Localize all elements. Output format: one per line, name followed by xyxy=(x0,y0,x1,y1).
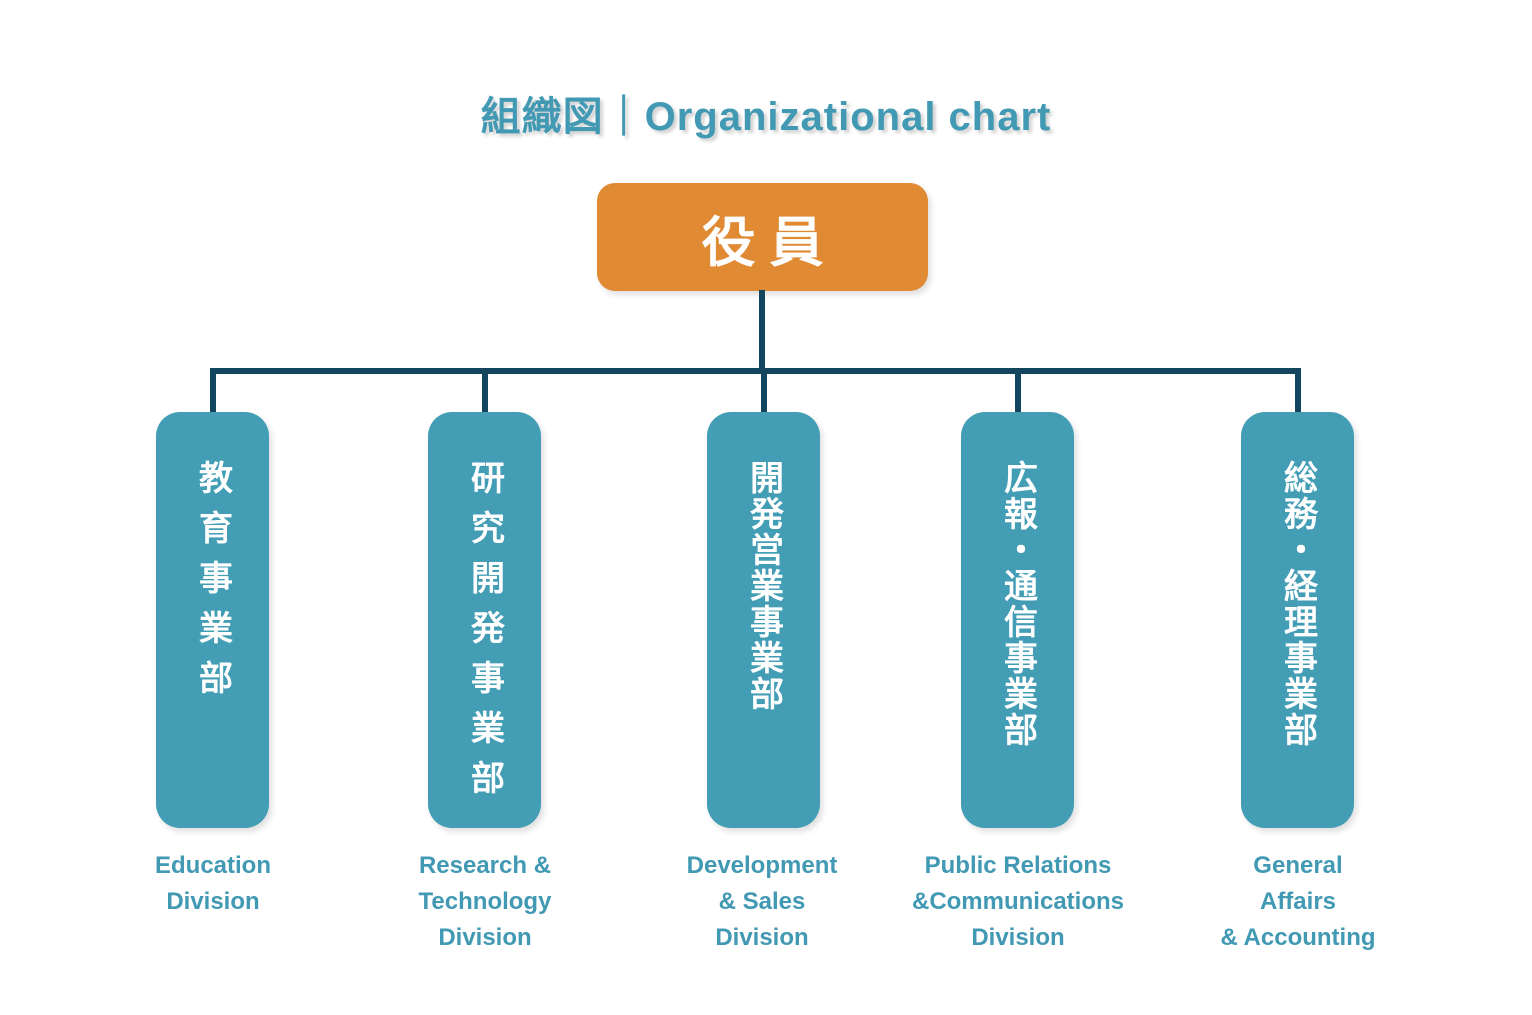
executive-node: 役員 xyxy=(597,183,928,291)
division-node-education: 教育事業部 xyxy=(156,412,269,828)
division-en-label-general-affairs: General Affairs & Accounting xyxy=(1128,848,1468,956)
connector-drop-general-affairs xyxy=(1295,370,1301,414)
division-en-line: & Sales xyxy=(718,888,806,915)
division-en-line: Development xyxy=(686,852,838,879)
division-en-line: Research & xyxy=(418,852,552,879)
division-en-line: Division xyxy=(971,924,1065,951)
division-jp-label: 開発営業事業部 xyxy=(744,460,783,712)
executive-label: 役員 xyxy=(701,212,838,273)
division-en-line: Public Relations xyxy=(924,852,1112,879)
connector-drop-development-sales xyxy=(761,370,767,414)
division-en-line: General xyxy=(1253,852,1343,879)
division-en-label-public-relations: Public Relations &Communications Divisio… xyxy=(848,848,1188,956)
division-jp-label: 広報・通信事業部 xyxy=(998,460,1037,748)
division-en-line: Education xyxy=(154,852,271,879)
division-en-label-development-sales: Development & Sales Division xyxy=(592,848,932,956)
division-jp-label: 総務・経理事業部 xyxy=(1278,460,1317,748)
division-node-development-sales: 開発営業事業部 xyxy=(707,412,820,828)
division-en-line: & Accounting xyxy=(1220,924,1376,951)
connector-drop-education xyxy=(210,370,216,414)
division-jp-label: 研究開発事業部 xyxy=(465,460,504,810)
division-en-line: Technology xyxy=(418,888,552,915)
connector-stem xyxy=(759,290,765,372)
division-jp-label: 教育事業部 xyxy=(193,460,232,710)
division-en-line: Affairs xyxy=(1259,888,1337,915)
division-node-general-affairs: 総務・経理事業部 xyxy=(1241,412,1354,828)
division-en-label-research: Research & Technology Division xyxy=(315,848,655,956)
division-en-line: Division xyxy=(438,924,532,951)
page-title: 組織図｜Organizational chart xyxy=(480,95,1052,139)
division-en-line: Division xyxy=(166,888,260,915)
division-node-research: 研究開発事業部 xyxy=(428,412,541,828)
division-en-line: &Communications xyxy=(911,888,1124,915)
division-en-label-education: Education Division xyxy=(43,848,383,920)
division-en-line: Division xyxy=(715,924,809,951)
division-node-public-relations: 広報・通信事業部 xyxy=(961,412,1074,828)
connector-drop-research xyxy=(482,370,488,414)
connector-drop-public-relations xyxy=(1015,370,1021,414)
connector-horizontal xyxy=(210,368,1301,374)
